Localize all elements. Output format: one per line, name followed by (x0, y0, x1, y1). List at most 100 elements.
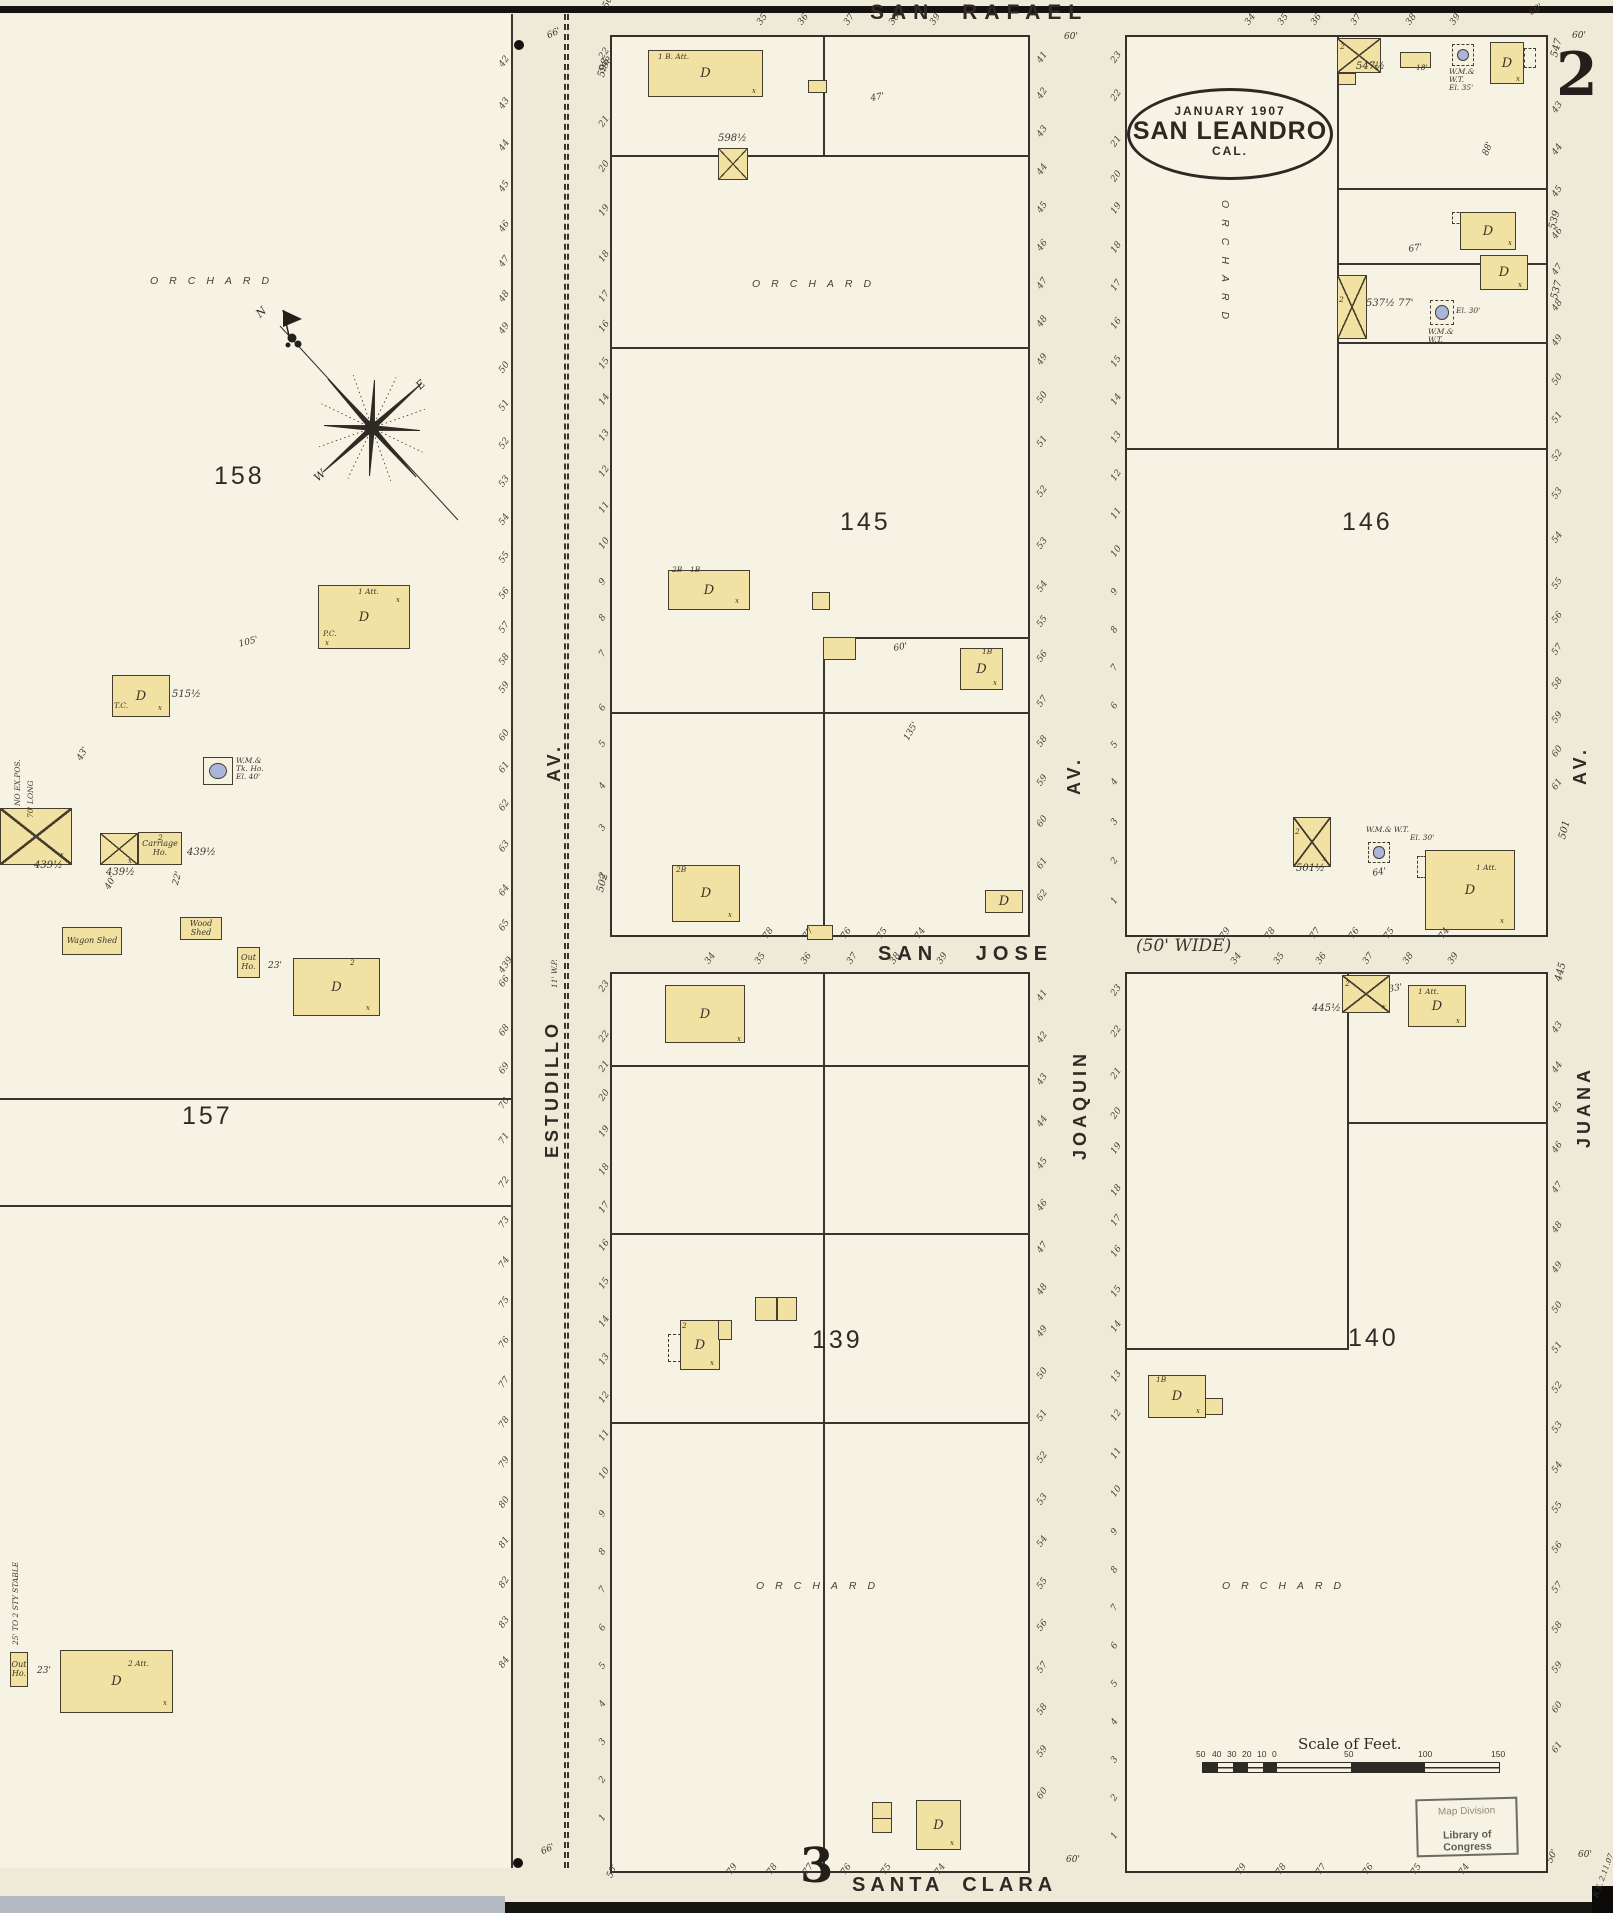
parcel-line (0, 1205, 511, 1207)
lot-number: 52 (1035, 484, 1050, 500)
building-footprint (1452, 44, 1474, 66)
dwelling-footprint: D (1148, 1375, 1206, 1418)
parcel-line (1337, 188, 1548, 190)
building-label: D (111, 1674, 122, 1689)
lot-number: 45 (1550, 1100, 1565, 1116)
dwelling-footprint: D (1490, 42, 1524, 84)
building-footprint (1293, 817, 1331, 867)
map-title-city: SAN LEANDRO (1132, 117, 1328, 145)
dwelling-footprint: D (1408, 985, 1466, 1027)
map-annotation: 2 (1339, 295, 1344, 304)
building-label: D (976, 661, 987, 677)
map-annotation: 1B (1156, 1375, 1167, 1384)
lot-number: 57 (1550, 1580, 1565, 1596)
lot-number: 4 (597, 1698, 609, 1710)
map-annotation: W.M.& (236, 756, 262, 765)
building-footprint (808, 80, 827, 93)
lot-number: 22 (1109, 88, 1124, 104)
lot-number: 15 (1109, 1284, 1124, 1300)
lot-number: 49 (1550, 333, 1565, 349)
lot-number: 23 (1109, 50, 1124, 66)
street-label-joaquin: JOAQUIN (1070, 1049, 1090, 1160)
lot-number: 1 (1109, 1830, 1121, 1842)
lot-number: 58 (1035, 1702, 1050, 1718)
page-edge-bottom-left (0, 1896, 505, 1913)
partition-line (873, 1817, 891, 1819)
map-annotation: 23' (37, 1666, 51, 1676)
building-footprint: Carriage Ho. (138, 832, 182, 865)
parcel-line (610, 1233, 1030, 1235)
building-footprint (755, 1297, 797, 1321)
map-annotation: x (737, 1035, 741, 1043)
lot-number: 38 (1404, 12, 1419, 28)
lot-number: 60 (1550, 1700, 1565, 1716)
lot-number: 5 (1109, 1678, 1121, 1690)
lot-number: 18 (1109, 240, 1124, 256)
building-label: D (700, 66, 711, 81)
map-annotation: 598½ (718, 133, 747, 144)
lot-number: 55 (1035, 1576, 1050, 1592)
orchard-label-145: ORCHARD (752, 278, 883, 290)
lot-number: 4 (597, 780, 609, 792)
lot-number: 12 (1109, 468, 1124, 484)
stamp-line1: Map Division (1437, 1805, 1496, 1818)
compass-n-label: N (253, 304, 270, 321)
building-footprint (872, 1802, 892, 1833)
map-title-oval: JANUARY 1907 SAN LEANDRO CAL. (1127, 88, 1333, 180)
scale-title: Scale of Feet. (1298, 1735, 1402, 1753)
dwelling-footprint: D (1460, 212, 1516, 250)
lot-number: 9 (1109, 586, 1121, 598)
block-number-139: 139 (812, 1326, 863, 1354)
map-annotation: El. 30' (1456, 306, 1481, 315)
dwelling-footprint: D (668, 570, 750, 610)
lot-number: 50 (1035, 390, 1050, 406)
dwelling-footprint: D (318, 585, 410, 649)
lot-number: 11 (1109, 506, 1124, 522)
lot-number: 48 (1035, 314, 1050, 330)
parcel-line (610, 712, 1030, 714)
parcel-line (610, 155, 1030, 157)
map-annotation: 1 Att. (358, 587, 379, 596)
map-annotation: 515½ (172, 689, 201, 700)
scale-segment (1233, 1763, 1248, 1772)
building-label: D (700, 886, 712, 901)
lot-number: 17 (1109, 1213, 1124, 1229)
lot-number: 11 (1109, 1446, 1124, 1462)
dwelling-footprint: D (680, 1320, 720, 1370)
lot-number: 43 (1035, 1072, 1050, 1088)
street-label-san-jose: SAN JOSE (878, 943, 1054, 965)
lot-number: 54 (1550, 530, 1565, 546)
map-annotation: x (1508, 239, 1512, 247)
orchard-label-146: ORCHARD (1219, 200, 1231, 331)
map-annotation: W.T. (1428, 335, 1444, 344)
map-annotation: x (1322, 855, 1326, 863)
building-footprint (1338, 73, 1356, 85)
lot-number: 39 (1446, 951, 1461, 967)
lot-number: 37 (1361, 951, 1376, 967)
adjacent-sheet-number: 3 (800, 1838, 834, 1894)
building-footprint: Wagon Shed (62, 927, 122, 955)
map-annotation: x (1500, 917, 1504, 925)
lot-number: 44 (1550, 1060, 1565, 1076)
lot-number: 49 (1035, 1324, 1050, 1340)
map-annotation: 11' W.P. (550, 959, 559, 988)
building-footprint (812, 592, 830, 610)
lot-number: 46 (1550, 1140, 1565, 1156)
block-145 (610, 35, 1030, 937)
scale-tick-label: 30 (1227, 1749, 1237, 1759)
scale-tick-label: 10 (1257, 1749, 1267, 1759)
lot-number: 47 (1035, 276, 1050, 292)
lot-number: 48 (1035, 1282, 1050, 1298)
map-annotation: x (1518, 281, 1522, 289)
north-flag-icon (282, 309, 302, 348)
lot-number: 8 (597, 1546, 609, 1558)
scale-tick-label: 50 (1196, 1749, 1206, 1759)
windmill-tank-icon (1456, 48, 1470, 62)
orchard-label-140: ORCHARD (1222, 1580, 1353, 1592)
dwelling-footprint: D (960, 648, 1003, 690)
lot-number: 5 (597, 1660, 609, 1672)
lot-number: 36 (796, 12, 811, 28)
scale-tick-label: 150 (1491, 1749, 1506, 1759)
lot-number: 52 (1035, 1450, 1050, 1466)
building-footprint (1337, 275, 1367, 339)
